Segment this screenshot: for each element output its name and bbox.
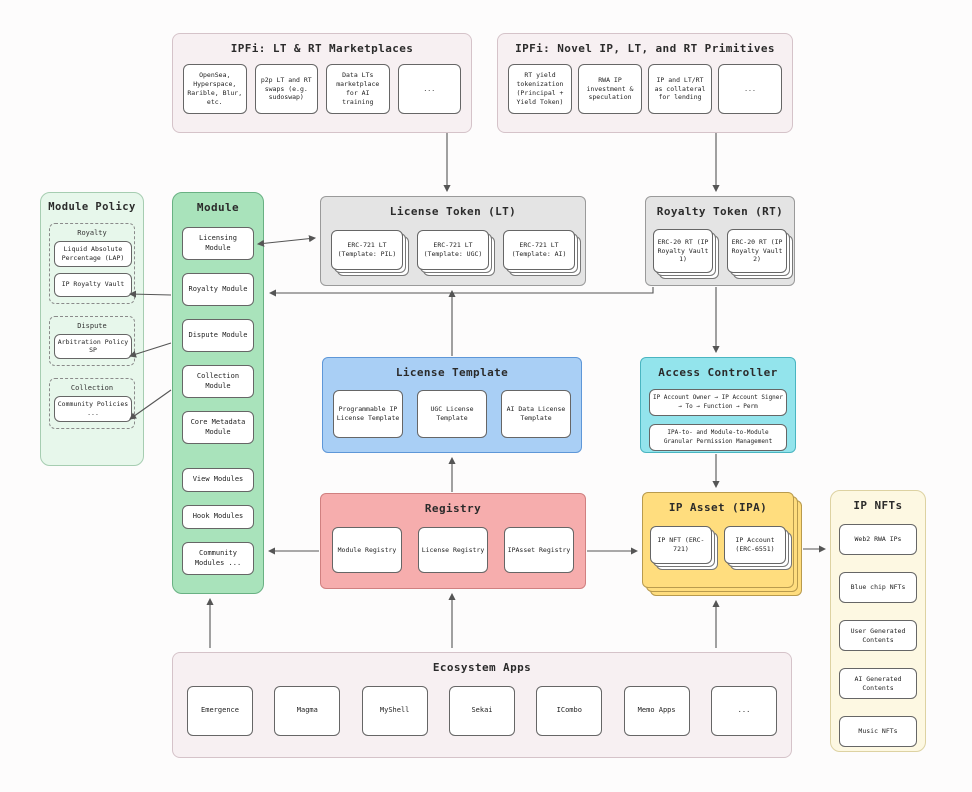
module-policy-title: Module Policy <box>48 201 136 213</box>
node-rt-vault-1: ERC-20 RT (IP Royalty Vault 1) <box>653 229 713 273</box>
arrow-licensing-module-license-token <box>256 235 317 247</box>
license-token-cards: ERC-721 LT (Template: PIL) ERC-721 LT (T… <box>321 218 585 270</box>
node-license-registry: License Registry <box>418 527 488 573</box>
access-controller-title: Access Controller <box>658 366 778 379</box>
registry-title: Registry <box>424 502 482 515</box>
ip-asset-title: IP Asset (IPA) <box>668 501 768 514</box>
node-arbitration-policy-sp: Arbitration Policy SP <box>54 333 132 360</box>
node-ugc-template: UGC License Template <box>417 390 487 438</box>
access-controller-box: Access Controller IP Account Owner → IP … <box>640 357 796 453</box>
node-ac-permission-chain: IP Account Owner → IP Account Signer → T… <box>649 389 787 416</box>
arrow-royalty-token-to-royalty-module <box>268 287 654 297</box>
node-community-modules: Community Modules ... <box>182 542 254 575</box>
module-title: Module <box>196 201 240 214</box>
node-myshell: MyShell <box>361 686 428 736</box>
node-memo-apps: Memo Apps <box>623 686 690 736</box>
group-royalty-label: Royalty <box>77 229 107 237</box>
node-blue-chip-nfts: Blue chip NFTs <box>839 572 917 603</box>
node-ai-generated-contents: AI Generated Contents <box>839 668 917 699</box>
node-ip-royalty-vault: IP Royalty Vault <box>54 272 132 297</box>
node-rt-vault-2: ERC-20 RT (IP Royalty Vault 2) <box>727 229 787 273</box>
module-policy-groups: Royalty Liquid Absolute Percentage (LAP)… <box>41 213 143 429</box>
group-collection: Collection Community Policies ... <box>49 378 135 429</box>
node-rwa-ip-investment: RWA IP investment & speculation <box>578 64 642 114</box>
node-icombo: ICombo <box>536 686 603 736</box>
ecosystem-cards: Emergence Magma MyShell Sekai ICombo Mem… <box>173 674 791 736</box>
ip-nfts-cards: Web2 RWA IPs Blue chip NFTs User Generat… <box>831 512 925 747</box>
registry-cards: Module Registry License Registry IPAsset… <box>321 515 585 573</box>
royalty-token-box: Royalty Token (RT) ERC-20 RT (IP Royalty… <box>645 196 795 286</box>
node-opensea-etc: OpenSea, Hyperspace, Rarible, Blur, etc. <box>183 64 247 114</box>
license-token-title: License Token (LT) <box>389 205 517 218</box>
access-controller-cards: IP Account Owner → IP Account Signer → T… <box>641 379 795 451</box>
node-emergence: Emergence <box>187 686 253 736</box>
node-core-metadata-module: Core Metadata Module <box>182 411 254 444</box>
ecosystem-box: Ecosystem Apps Emergence Magma MyShell S… <box>172 652 792 758</box>
ip-asset-box: IP Asset (IPA) IP NFT (ERC-721) IP Accou… <box>642 492 794 588</box>
node-community-policies: Community Policies ... <box>54 396 132 422</box>
node-royalty-module: Royalty Module <box>182 273 254 306</box>
group-dispute-label: Dispute <box>77 321 107 330</box>
node-rt-yield-tokenization: RT yield tokenization (Principal + Yield… <box>508 64 572 114</box>
node-ecosystem-more: ... <box>710 686 777 736</box>
license-template-cards: Programmable IP License Template UGC Lic… <box>323 379 581 438</box>
node-view-modules: View Modules <box>182 468 254 492</box>
marketplaces-title: IPFi: LT & RT Marketplaces <box>230 42 414 55</box>
module-box: Module Licensing Module Royalty Module D… <box>172 192 264 594</box>
node-sekai: Sekai <box>448 686 515 736</box>
node-marketplaces-more: ... <box>397 64 461 114</box>
marketplaces-box: IPFi: LT & RT Marketplaces OpenSea, Hype… <box>172 33 472 133</box>
license-token-box: License Token (LT) ERC-721 LT (Template:… <box>320 196 586 286</box>
marketplaces-cards: OpenSea, Hyperspace, Rarible, Blur, etc.… <box>173 55 471 114</box>
node-lt-ugc: ERC-721 LT (Template: UGC) <box>417 230 489 270</box>
node-hook-modules: Hook Modules <box>182 505 254 529</box>
royalty-token-title: Royalty Token (RT) <box>656 205 784 218</box>
node-user-generated-contents: User Generated Contents <box>839 620 917 651</box>
ip-nfts-title: IP NFTs <box>853 499 903 512</box>
primitives-box: IPFi: Novel IP, LT, and RT Primitives RT… <box>497 33 793 133</box>
license-template-title: License Template <box>395 366 509 379</box>
node-module-registry: Module Registry <box>332 527 402 573</box>
ip-nfts-box: IP NFTs Web2 RWA IPs Blue chip NFTs User… <box>830 490 926 752</box>
node-web2-rwa-ips: Web2 RWA IPs <box>839 524 917 555</box>
node-lt-pil: ERC-721 LT (Template: PIL) <box>331 230 403 270</box>
node-pil-template: Programmable IP License Template <box>333 390 403 438</box>
node-ip-account: IP Account (ERC-6551) <box>724 526 786 564</box>
ecosystem-title: Ecosystem Apps <box>432 661 532 674</box>
node-licensing-module: Licensing Module <box>182 227 254 260</box>
node-ai-data-template: AI Data License Template <box>501 390 571 438</box>
node-lt-ai: ERC-721 LT (Template: AI) <box>503 230 575 270</box>
node-magma: Magma <box>274 686 341 736</box>
license-template-box: License Template Programmable IP License… <box>322 357 582 453</box>
primitives-cards: RT yield tokenization (Principal + Yield… <box>498 55 792 114</box>
group-dispute: Dispute Arbitration Policy SP <box>49 315 135 367</box>
node-p2p-swaps: p2p LT and RT swaps (e.g. sudoswap) <box>254 64 318 114</box>
node-ac-granular-permissions: IPA-to- and Module-to-Module Granular Pe… <box>649 424 787 451</box>
node-primitives-more: ... <box>718 64 782 114</box>
royalty-token-cards: ERC-20 RT (IP Royalty Vault 1) ERC-20 RT… <box>646 218 794 273</box>
registry-box: Registry Module Registry License Registr… <box>320 493 586 589</box>
group-collection-label: Collection <box>70 384 114 393</box>
module-cards: Licensing Module Royalty Module Dispute … <box>173 214 263 575</box>
node-dispute-module: Dispute Module <box>182 319 254 352</box>
node-ip-nft: IP NFT (ERC-721) <box>650 526 712 564</box>
primitives-title: IPFi: Novel IP, LT, and RT Primitives <box>515 42 775 55</box>
node-music-nfts: Music NFTs <box>839 716 917 747</box>
node-ip-collateral-lending: IP and LT/RT as collateral for lending <box>648 64 712 114</box>
ip-asset-cards: IP NFT (ERC-721) IP Account (ERC-6551) <box>643 514 793 564</box>
node-data-lts-marketplace: Data LTs marketplace for AI training <box>326 64 390 114</box>
node-ipasset-registry: IPAsset Registry <box>504 527 574 573</box>
node-collection-module: Collection Module <box>182 365 254 398</box>
node-lap: Liquid Absolute Percentage (LAP) <box>54 241 132 267</box>
module-policy-box: Module Policy Royalty Liquid Absolute Pe… <box>40 192 144 466</box>
group-royalty: Royalty Liquid Absolute Percentage (LAP)… <box>49 223 135 304</box>
